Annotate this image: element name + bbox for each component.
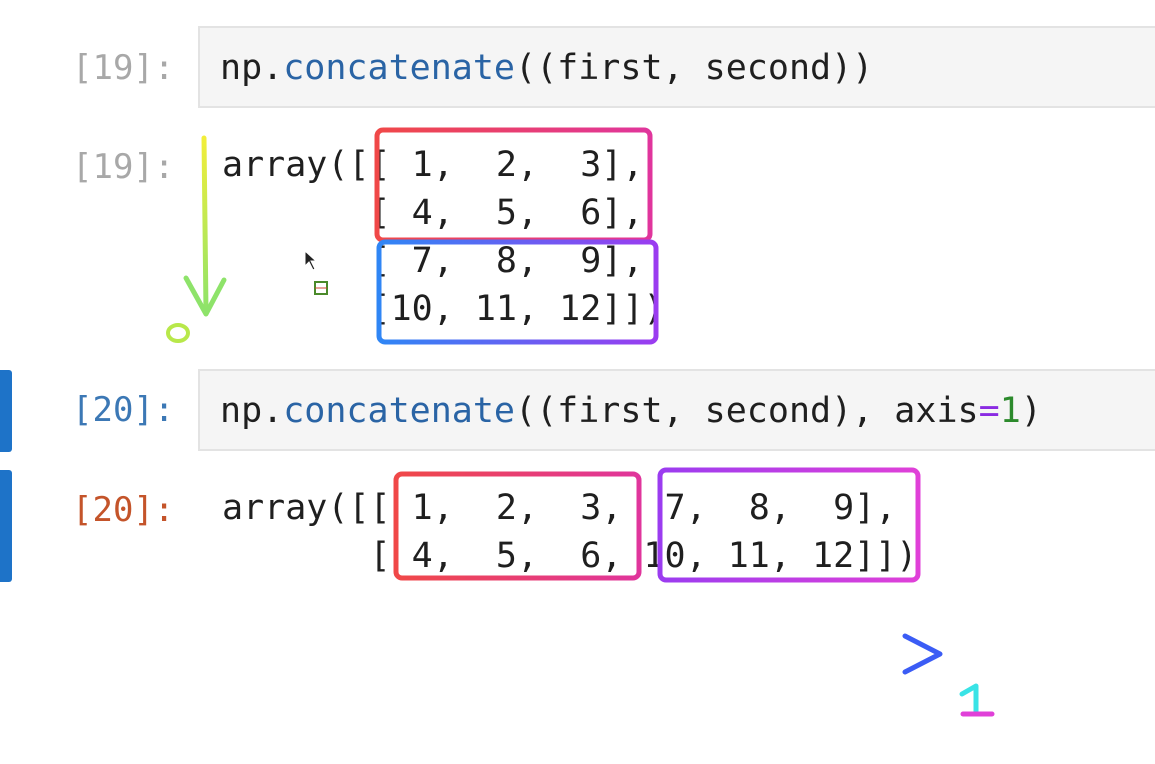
cell-20-output-prompt: [20]: [72,490,175,530]
second-array-columns-highlight-box [657,467,921,583]
cell-19-input-prompt: [19]: [72,48,175,88]
cell-19-output-prompt: [19]: [72,147,175,187]
axis-0-label-mark [166,323,190,343]
cell-20-output-selection-bar[interactable] [0,470,12,582]
axis-1-label-mark [959,683,979,715]
cell-19-code-editor[interactable]: np.concatenate((first, second)) [198,26,1155,108]
output-line: array([[ 1, 2, 3], [222,145,644,185]
axis-0-arrow [201,135,209,315]
cell-20-code-editor[interactable]: np.concatenate((first, second), axis=1) [198,369,1155,451]
mouse-cursor-icon [304,249,318,271]
cell-20-output: array([[ 1, 2, 3, 7, 8, 9], [ 4, 5, 6, 1… [222,484,917,580]
cell-19-code: np.concatenate((first, second)) [220,48,874,88]
output-line: [ 4, 5, 6], [222,193,644,233]
second-array-highlight-box [376,239,659,345]
cell-20-input-selection-bar[interactable] [0,370,12,452]
output-line: array([[ 1, 2, 3, 7, 8, 9], [222,488,897,528]
output-line: [ 4, 5, 6, 10, 11, 12]]) [222,536,918,576]
first-array-highlight-box [374,127,653,243]
first-array-columns-highlight-box [393,471,642,581]
cell-20-code: np.concatenate((first, second), axis=1) [220,391,1042,431]
cell-20-input-prompt: [20]: [72,390,175,430]
output-line: [10, 11, 12]]) [222,289,665,329]
